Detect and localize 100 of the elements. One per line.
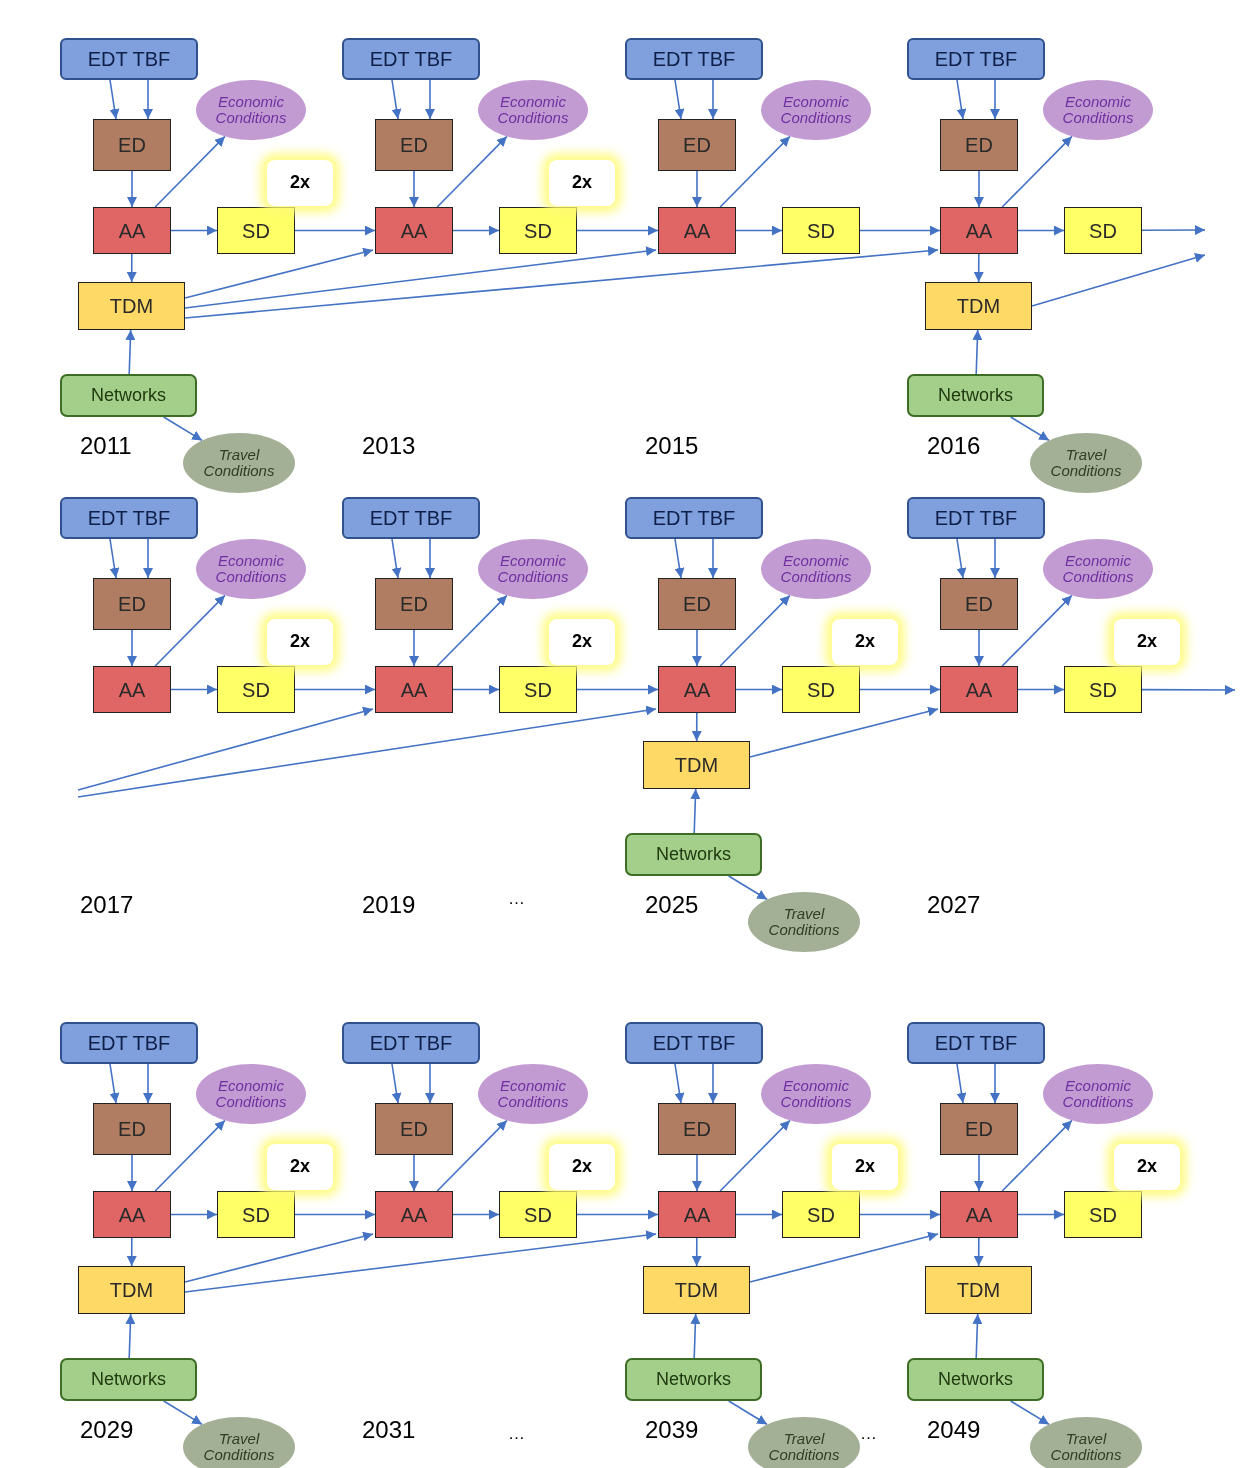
process-box: SD [499, 666, 577, 713]
arrow [1001, 594, 1073, 667]
process-box: ED [93, 578, 171, 630]
arrow [974, 170, 984, 208]
arrow [974, 629, 984, 667]
process-box: ED [658, 119, 736, 171]
arrow [1017, 1209, 1065, 1220]
arrow [184, 245, 939, 319]
arrow [126, 253, 137, 283]
arrow [727, 875, 768, 901]
input-box: EDT TBF [907, 1022, 1045, 1064]
arrow [1017, 684, 1065, 695]
input-box: EDT TBF [60, 497, 198, 539]
arrow [1031, 253, 1206, 307]
arrow [391, 1063, 402, 1104]
arrow [294, 684, 376, 695]
multiplier-tag: 2x [1114, 619, 1180, 665]
process-box: ED [658, 578, 736, 630]
condition-ellipse: Economic Conditions [1043, 80, 1153, 140]
arrow [708, 79, 718, 120]
arrow [294, 1209, 376, 1220]
condition-ellipse: Travel Conditions [1030, 433, 1142, 493]
arrow [436, 1119, 508, 1192]
arrow [162, 416, 203, 442]
process-box: ED [658, 1103, 736, 1155]
arrow [154, 594, 226, 667]
arrow [973, 1237, 984, 1267]
arrow [127, 629, 137, 667]
arrow [576, 684, 659, 695]
condition-ellipse: Travel Conditions [1030, 1417, 1142, 1468]
process-box: AA [940, 666, 1018, 713]
process-box: AA [93, 1191, 171, 1238]
model-box: TDM [643, 1266, 750, 1314]
condition-ellipse: Travel Conditions [748, 1417, 860, 1468]
arrow [294, 225, 376, 236]
multiplier-tag: 2x [267, 1144, 333, 1190]
arrow [154, 1119, 226, 1192]
process-box: SD [782, 1191, 860, 1238]
arrow [1141, 225, 1206, 236]
input-box: EDT TBF [60, 38, 198, 80]
process-box: ED [93, 1103, 171, 1155]
process-box: AA [658, 1191, 736, 1238]
process-box: SD [1064, 1191, 1142, 1238]
process-box: ED [375, 578, 453, 630]
ellipsis-text: … [508, 889, 525, 909]
arrow [77, 705, 657, 798]
arrow [735, 225, 783, 236]
process-box: AA [375, 666, 453, 713]
year-label: 2031 [362, 1416, 416, 1444]
input-box: EDT TBF [342, 497, 480, 539]
arrow [719, 1119, 791, 1192]
arrow [1141, 684, 1236, 695]
ellipsis-text: … [508, 1424, 525, 1444]
process-box: ED [940, 578, 1018, 630]
arrow [184, 246, 657, 309]
network-box: Networks [625, 1358, 762, 1401]
year-label: 2013 [362, 432, 416, 460]
arrow [425, 79, 435, 120]
input-box: EDT TBF [60, 1022, 198, 1064]
multiplier-tag: 2x [267, 160, 333, 206]
arrow [109, 538, 120, 579]
year-label: 2029 [80, 1416, 134, 1444]
input-box: EDT TBF [907, 497, 1045, 539]
process-box: ED [375, 1103, 453, 1155]
network-box: Networks [625, 833, 762, 876]
input-box: EDT TBF [625, 497, 763, 539]
arrow [1001, 1119, 1073, 1192]
process-box: SD [217, 666, 295, 713]
input-box: EDT TBF [625, 1022, 763, 1064]
condition-ellipse: Economic Conditions [478, 1064, 588, 1124]
year-label: 2016 [927, 432, 981, 460]
process-box: AA [93, 666, 171, 713]
arrow [674, 79, 685, 120]
arrow [126, 1237, 137, 1267]
arrow [749, 1231, 939, 1283]
process-box: SD [499, 207, 577, 254]
arrow [859, 684, 941, 695]
arrow [109, 1063, 120, 1104]
network-box: Networks [907, 374, 1044, 417]
condition-ellipse: Economic Conditions [761, 1064, 871, 1124]
condition-ellipse: Economic Conditions [196, 539, 306, 599]
arrow [719, 594, 791, 667]
arrow [735, 1209, 783, 1220]
year-label: 2015 [645, 432, 699, 460]
arrow [576, 1209, 659, 1220]
arrow [859, 225, 941, 236]
process-box: ED [940, 119, 1018, 171]
arrow [425, 1063, 435, 1104]
arrow [727, 1400, 768, 1426]
arrow [974, 1154, 984, 1192]
condition-ellipse: Economic Conditions [1043, 539, 1153, 599]
arrow [391, 79, 402, 120]
process-box: AA [375, 1191, 453, 1238]
arrow [691, 1237, 702, 1267]
condition-ellipse: Economic Conditions [196, 1064, 306, 1124]
arrow [692, 1154, 702, 1192]
process-box: AA [940, 207, 1018, 254]
arrow [127, 170, 137, 208]
arrow [859, 1209, 941, 1220]
process-box: ED [375, 119, 453, 171]
